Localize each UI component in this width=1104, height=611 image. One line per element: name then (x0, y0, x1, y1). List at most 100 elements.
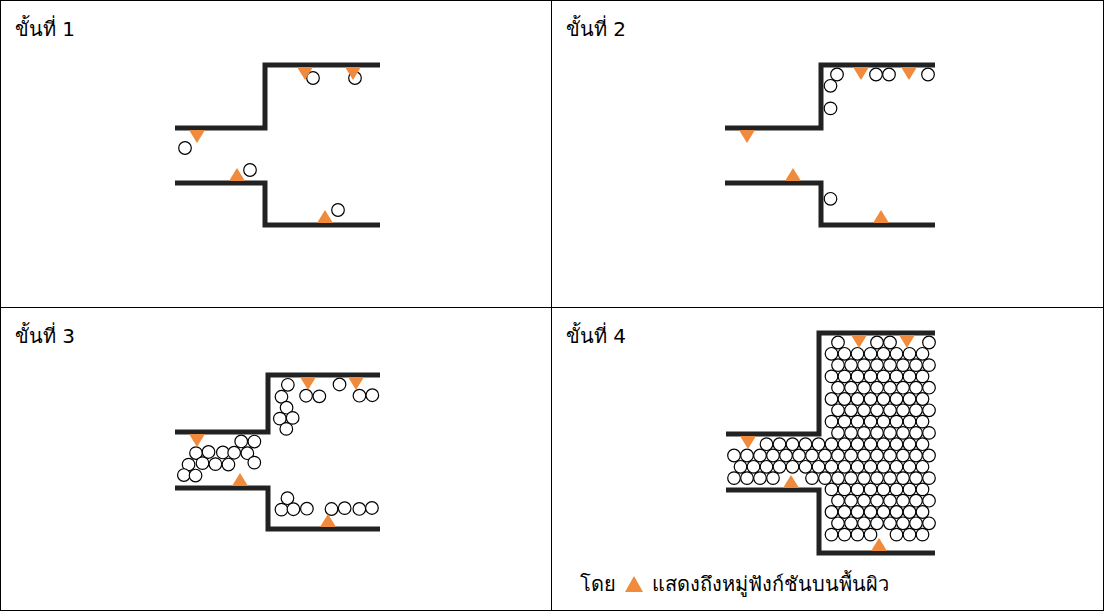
particle-circle (832, 404, 845, 417)
particle-circle (897, 494, 910, 507)
particle-circle (916, 438, 929, 451)
particle-circle (838, 393, 851, 406)
particle-circle (864, 393, 877, 406)
particle-circle (890, 461, 903, 474)
particle-circle (858, 404, 871, 417)
functional-group-triangle (229, 168, 245, 181)
step-panel: ขั้นที่ 4 (551, 307, 1104, 611)
particle-circle (325, 503, 338, 516)
particle-circle (903, 348, 916, 361)
particle-circle (825, 393, 838, 406)
particle-circle (903, 461, 916, 474)
particle-circle (890, 483, 903, 496)
particle-circle (754, 472, 767, 485)
functional-group-triangle (348, 377, 364, 390)
particle-circle (760, 438, 773, 451)
particle-circle (916, 506, 929, 519)
particle-circle (903, 438, 916, 451)
particle-circle (333, 378, 346, 391)
particle-circle (884, 359, 897, 372)
particle-circle (897, 427, 910, 440)
pore-wall (175, 375, 380, 432)
particle-circle (858, 359, 871, 372)
functional-group-triangle (853, 67, 869, 80)
functional-group-triangle (300, 377, 316, 390)
particle-circle (353, 503, 366, 516)
functional-group-triangle (189, 434, 205, 447)
particle-circle (851, 415, 864, 428)
particle-circle (845, 517, 858, 530)
particle-circle (851, 438, 864, 451)
particle-circle (825, 461, 838, 474)
particle-circle (819, 449, 832, 462)
particle-circle (864, 348, 877, 361)
particle-circle (871, 472, 884, 485)
particle-circle (877, 393, 890, 406)
step-label: ขั้นที่ 4 (552, 308, 1103, 352)
particle-circle (838, 370, 851, 383)
particle-circle (741, 472, 754, 485)
pore-wall (726, 333, 935, 434)
pore-drawing (725, 65, 935, 225)
particle-circle (864, 483, 877, 496)
particle-circle (910, 359, 923, 372)
particle-circle (754, 449, 767, 462)
particle-circle (301, 502, 314, 515)
particle-circle (884, 494, 897, 507)
particle-circle (235, 435, 248, 448)
particle-circle (864, 461, 877, 474)
particle-circle (858, 494, 871, 507)
particle-circle (916, 483, 929, 496)
particle-circle (280, 423, 293, 436)
particle-circle (786, 438, 799, 451)
particle-circle (832, 494, 845, 507)
particle-circle (923, 336, 936, 349)
particle-circle (864, 370, 877, 383)
particle-circle (832, 472, 845, 485)
particle-circle (845, 427, 858, 440)
particle-circle (366, 389, 379, 402)
functional-group-triangle (785, 168, 801, 181)
particle-circle (851, 348, 864, 361)
particle-circle (890, 528, 903, 541)
particle-circle (923, 381, 936, 394)
particle-circle (910, 517, 923, 530)
particle-circle (916, 370, 929, 383)
particle-circle (244, 164, 257, 177)
particle-circle (300, 389, 313, 402)
functional-group-triangle (873, 210, 889, 223)
particle-circle (916, 415, 929, 428)
pore-drawing (175, 375, 380, 529)
particle-circle (897, 381, 910, 394)
particle-circle (832, 449, 845, 462)
particle-circle (767, 449, 780, 462)
particle-circle (884, 427, 897, 440)
particle-circle (910, 404, 923, 417)
particle-circle (903, 393, 916, 406)
particle-circle (910, 449, 923, 462)
particle-circle (806, 449, 819, 462)
particle-circle (851, 528, 864, 541)
particle-circle (890, 506, 903, 519)
particle-circle (838, 483, 851, 496)
particle-circle (747, 461, 760, 474)
step-panel: ขั้นที่ 3 (0, 307, 552, 611)
step-label: ขั้นที่ 2 (552, 1, 1103, 45)
particle-circle (825, 483, 838, 496)
particle-circle (884, 472, 897, 485)
particle-circle (209, 458, 222, 471)
particle-circle (910, 427, 923, 440)
particle-circle (845, 472, 858, 485)
particle-circle (877, 461, 890, 474)
particle-circle (871, 404, 884, 417)
particle-circle (812, 438, 825, 451)
particle-circle (877, 370, 890, 383)
particle-circle (824, 193, 837, 206)
pore-wall (726, 490, 935, 553)
particle-circle (202, 446, 215, 459)
functional-group-triangle (345, 67, 361, 80)
legend-prefix: โดย (580, 568, 616, 600)
functional-group-triangle (783, 475, 799, 488)
particle-circle (366, 502, 379, 515)
particle-circle (910, 472, 923, 485)
